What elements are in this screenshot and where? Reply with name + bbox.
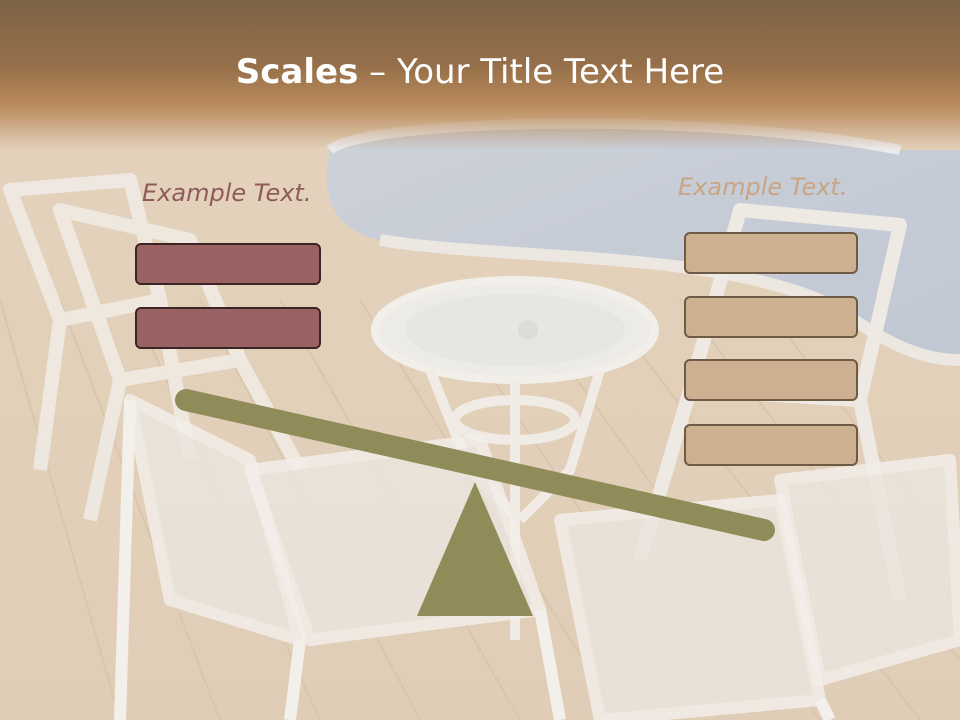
right-box-4 xyxy=(684,424,858,466)
title-band xyxy=(0,0,960,150)
left-box-2 xyxy=(135,307,321,349)
right-example-text: Example Text. xyxy=(678,173,848,201)
title-separator: – xyxy=(358,52,397,92)
slide-title: Scales – Your Title Text Here xyxy=(0,52,960,92)
right-box-1 xyxy=(684,232,858,274)
scale-fulcrum xyxy=(417,482,533,616)
left-box-1 xyxy=(135,243,321,285)
left-example-text: Example Text. xyxy=(142,179,312,207)
right-box-2 xyxy=(684,296,858,338)
scale-beam xyxy=(175,389,775,541)
title-bold: Scales xyxy=(235,52,359,92)
right-box-3 xyxy=(684,359,858,401)
title-rest: Your Title Text Here xyxy=(396,52,725,92)
